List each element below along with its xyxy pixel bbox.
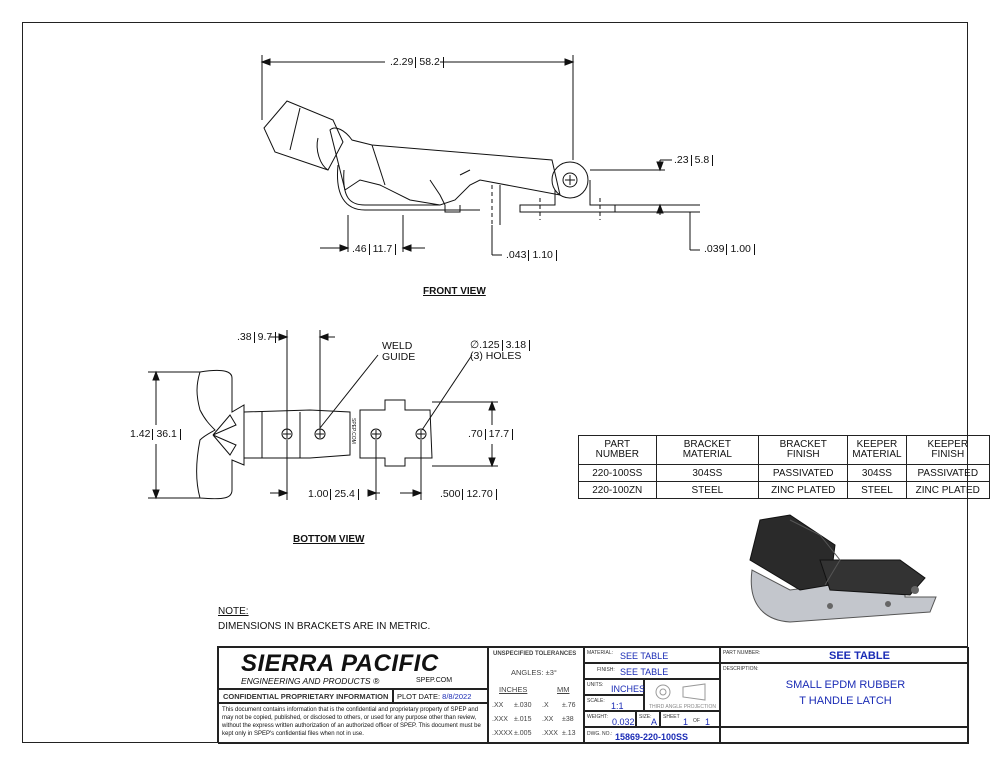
table-cell: 220-100ZN [578,481,657,499]
company-logo: SIERRA PACIFIC [241,650,439,677]
company-cell: SIERRA PACIFIC ENGINEERING AND PRODUCTS … [218,647,488,689]
description-cell: DESCRIPTION: SMALL EPDM RUBBER T HANDLE … [720,663,969,727]
tolerances-title: UNSPECIFIED TOLERANCES [493,651,577,657]
scale-label: SCALE: [587,698,605,704]
table-cell: 304SS [655,464,760,482]
plot-date-cell: PLOT DATE: 8/8/2022 [393,689,488,703]
description-label: DESCRIPTION: [723,666,759,672]
scale-value: 1:1 [611,701,624,711]
title-block: SIERRA PACIFIC ENGINEERING AND PRODUCTS … [217,646,969,744]
sheet-cell: SHEET 1 OF 1 [660,711,720,727]
col-keeper-finish: KEEPER FINISH [905,435,990,465]
table-cell: STEEL [847,481,907,499]
confidential-title: CONFIDENTIAL PROPRIETARY INFORMATION [223,692,389,701]
scale-cell: SCALE: 1:1 [584,695,644,711]
dwg-no-cell: DWG. NO.: 15869-220-100SS [584,727,720,744]
finish-value: SEE TABLE [620,667,669,677]
col-part-number: PART NUMBER [578,435,657,465]
table-cell: ZINC PLATED [905,481,990,499]
sheet-label: SHEET [663,714,680,720]
bottom-view-label: BOTTOM VIEW [293,534,365,545]
plot-date: PLOT DATE: 8/8/2022 [397,692,472,701]
note-title: NOTE: [218,606,249,617]
finish-label: FINISH: [597,667,615,673]
third-angle-projection-icon [655,683,706,701]
part-number-label: PART NUMBER: [723,650,761,656]
material-label: MATERIAL: [587,650,614,656]
inches-header: INCHES [499,685,528,694]
col-keeper-material: KEEPER MATERIAL [847,435,907,465]
table-cell: 304SS [847,464,907,482]
mm-header: MM [557,685,570,694]
table-cell: PASSIVATED [758,464,849,482]
confidential-text-cell: This document contains information that … [218,703,488,744]
front-view-label: FRONT VIEW [423,286,486,297]
weight-cell: WEIGHT: 0.032 [584,711,636,727]
col-bracket-finish: BRACKET FINISH [758,435,849,465]
sheet-value: 1 [683,717,689,727]
dwg-number: 15869-220-100SS [615,732,689,742]
size-label: SIZE: [639,714,652,720]
units-cell: UNITS: INCHES [584,679,646,695]
table-cell: 220-100SS [578,464,657,482]
angles-tolerance: ANGLES: ±3° [511,668,557,677]
confidential-text: This document contains information that … [222,707,481,737]
weight-label: WEIGHT: [587,714,608,720]
table-cell: ZINC PLATED [758,481,849,499]
part-number-cell: PART NUMBER: SEE TABLE [720,647,969,663]
dwg-label: DWG. NO.: [587,731,613,737]
material-value: SEE TABLE [620,651,669,661]
part-number-value: SEE TABLE [829,650,890,662]
col-bracket-material: BRACKET MATERIAL [655,435,760,465]
weight-value: 0.032 [612,717,635,727]
tolerance-rows: .XX±.030.X±.76 .XXX±.015.XX±38 .XXXX±.00… [492,702,576,737]
projection-label: THIRD ANGLE PROJECTION [649,704,716,710]
note-text: DIMENSIONS IN BRACKETS ARE IN METRIC. [218,621,431,632]
table-row: 220-100ZN STEEL ZINC PLATED STEEL ZINC P… [578,481,990,499]
size-value: A [651,717,658,727]
parts-table: PART NUMBER BRACKET MATERIAL BRACKET FIN… [578,435,990,499]
units-value: INCHES [611,684,646,694]
units-label: UNITS: [587,682,604,688]
blank-cell [720,727,969,744]
company-website: SPEP.COM [416,677,453,684]
projection-cell: THIRD ANGLE PROJECTION [644,679,720,711]
finish-cell: FINISH: SEE TABLE [584,663,720,679]
material-cell: MATERIAL: SEE TABLE [584,647,720,663]
table-row: 220-100SS 304SS PASSIVATED 304SS PASSIVA… [578,464,990,482]
confidential-title-cell: CONFIDENTIAL PROPRIETARY INFORMATION [218,689,393,703]
company-tagline: ENGINEERING AND PRODUCTS ® [241,676,380,686]
sheet-total: 1 [705,717,711,727]
table-cell: STEEL [655,481,760,499]
description-value: SMALL EPDM RUBBER T HANDLE LATCH [785,679,906,707]
latch-render-image [749,514,937,623]
tolerances-cell: UNSPECIFIED TOLERANCES ANGLES: ±3° INCHE… [488,647,584,744]
table-cell: PASSIVATED [905,464,990,482]
of-label: OF [693,718,700,724]
size-cell: SIZE: A [636,711,660,727]
spep-stamp: SPEP.COM [350,418,356,444]
